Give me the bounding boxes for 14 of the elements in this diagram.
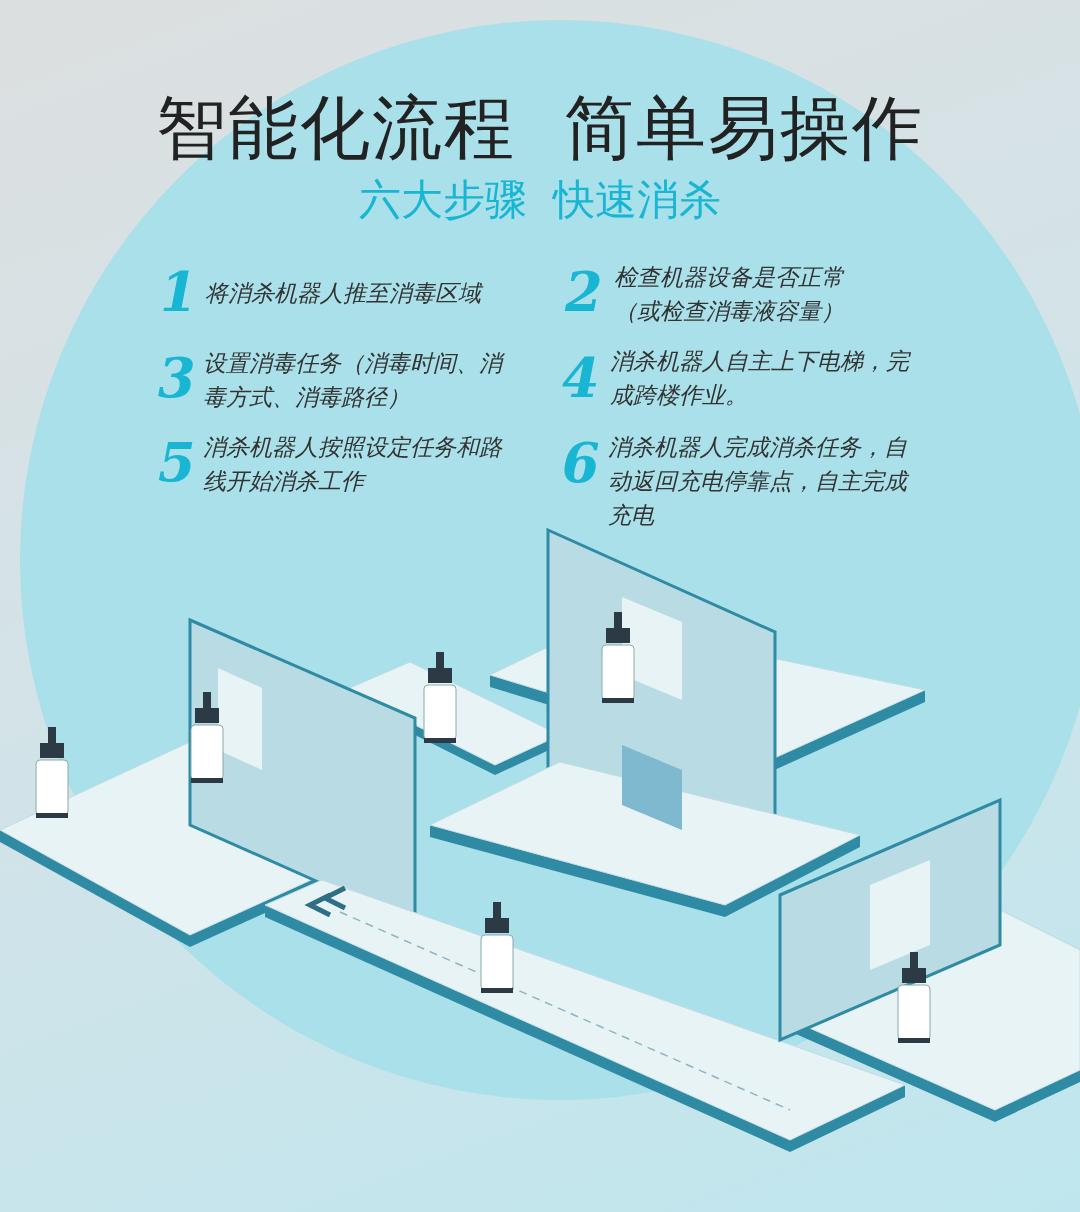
step-number: 5 — [158, 433, 196, 493]
step-text: 消杀机器人完成消杀任务，自动返回充电停靠点，自主完成充电 — [608, 433, 908, 530]
subheading: 六大步骤 快速消杀 — [357, 174, 723, 226]
step-text: 设置消毒任务（消毒时间、消毒方式、消毒路径） — [203, 346, 508, 414]
step-number: 4 — [562, 348, 600, 408]
step-number: 3 — [158, 348, 196, 408]
step-text: 消杀机器人自主上下电梯，完成跨楼作业。 — [610, 347, 910, 410]
step-number: 1 — [160, 262, 198, 322]
step-text: 将消杀机器人推至消毒区域 — [205, 276, 525, 310]
heading: 智能化流程 简单易操作 — [154, 86, 926, 171]
step-number: 6 — [562, 433, 600, 493]
step-text: 检查机器设备是否正常（或检查消毒液容量） — [614, 263, 846, 326]
step-text: 消杀机器人按照设定任务和路线开始消杀工作 — [203, 433, 504, 496]
step-number: 2 — [565, 262, 603, 322]
